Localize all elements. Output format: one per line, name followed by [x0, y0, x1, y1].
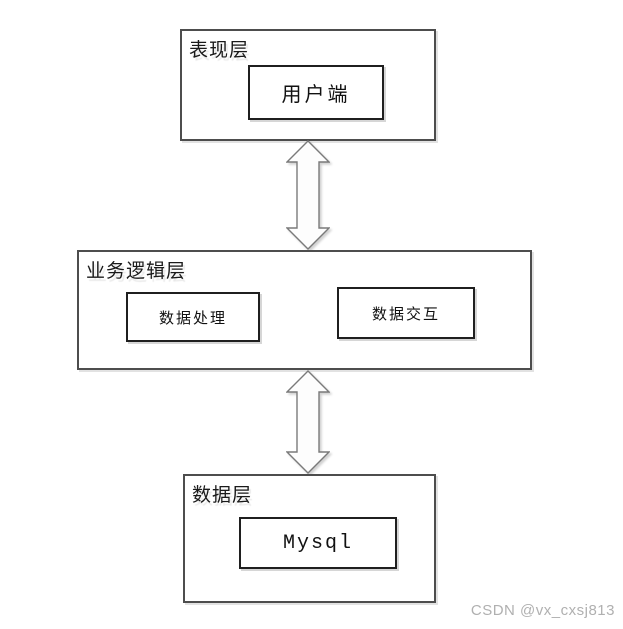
node-user-client: 用户端: [248, 65, 384, 120]
layer-box-data: 数据层 Mysql: [183, 474, 436, 603]
node-data-processing: 数据处理: [126, 292, 260, 342]
layer-label-presentation: 表现层: [189, 40, 250, 61]
node-data-interaction-label: 数据交互: [371, 306, 440, 323]
layer-label-business-logic: 业务逻辑层: [86, 261, 187, 282]
node-mysql-label: Mysql: [282, 531, 353, 555]
node-user-client-label: 用户端: [281, 84, 351, 106]
layer-label-data: 数据层: [192, 485, 253, 506]
node-data-processing-label: 数据处理: [158, 310, 227, 327]
double-vertical-arrow-icon: [286, 140, 330, 250]
csdn-watermark: CSDN @vx_cxsj813: [470, 602, 615, 619]
layer-box-business-logic: 业务逻辑层 数据处理 数据交互: [77, 250, 532, 370]
layer-box-presentation: 表现层 用户端: [180, 29, 436, 141]
node-data-interaction: 数据交互: [337, 287, 475, 339]
double-vertical-arrow-icon: [286, 370, 330, 474]
node-mysql: Mysql: [239, 517, 397, 569]
